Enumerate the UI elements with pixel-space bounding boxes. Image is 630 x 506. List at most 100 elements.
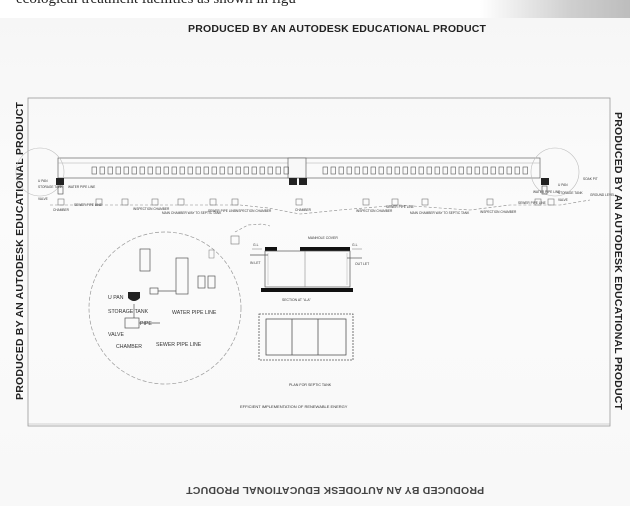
building-strip <box>57 157 541 179</box>
detail-label-u-pan: U PAN <box>108 295 124 301</box>
window-symbol <box>195 166 201 175</box>
window-symbol <box>514 166 520 175</box>
window-symbol <box>426 166 432 175</box>
window-symbol <box>370 166 376 175</box>
plan-label-main-chamber-2: MAIN CHAMBER WAY TO SEPTIC TANK <box>410 211 470 215</box>
plan-label-valve-right: VALVE <box>558 198 568 202</box>
detail-circle <box>88 231 242 385</box>
window-symbol <box>187 166 193 175</box>
plan-label-sewer-left: SEWER PIPE LINE <box>74 203 102 207</box>
chamber-box <box>209 198 217 206</box>
section-label-gl-left: G.L <box>253 243 259 247</box>
plan-outer-wall <box>258 313 354 361</box>
plan-labels: U PAN STORAGE TANK WATER PIPE LINE VALVE… <box>38 177 615 215</box>
window-symbol <box>458 166 464 175</box>
plan-label-sewer-1: SEWER PIPE LINE <box>208 209 236 213</box>
window-symbol <box>498 166 504 175</box>
window-symbol <box>211 166 217 175</box>
window-symbol <box>179 166 185 175</box>
section-label-inlet: IN LET <box>250 261 261 265</box>
storage-tank-symbol-right <box>541 185 548 195</box>
detail-window-b <box>207 275 216 289</box>
plan-inner-wall <box>265 318 347 356</box>
plan-label-water-left: WATER PIPE LINE <box>68 185 95 189</box>
right-end-circle <box>530 147 580 197</box>
window-symbol <box>482 166 488 175</box>
window-symbol <box>123 166 129 175</box>
section-label-gl-right: G.L <box>352 243 358 247</box>
window-symbol <box>91 166 97 175</box>
plan-label-soak-pit: SOAK PIT <box>583 177 598 181</box>
septic-feed-chamber <box>230 235 240 245</box>
plan-title: PLAN FOR SEPTIC TANK <box>289 383 332 387</box>
plan-label-chamber-left: CHAMBER <box>53 208 70 212</box>
drawing-title: EFFICIENT IMPLEMENTATION OF RENEWABLE EN… <box>240 404 348 409</box>
chamber-box <box>547 198 555 206</box>
chamber-box <box>177 198 185 206</box>
chamber-box <box>231 198 239 206</box>
window-symbol <box>219 166 225 175</box>
chamber-box <box>121 198 129 206</box>
window-symbol <box>235 166 241 175</box>
window-symbol <box>490 166 496 175</box>
plan-label-u-pan-right: U PAN <box>558 183 568 187</box>
storage-tank-symbol-left <box>57 185 64 195</box>
section-label-outlet: OUT LET <box>355 262 369 266</box>
window-symbol <box>466 166 472 175</box>
detail-labels: U PAN STORAGE TANK WATER PIPE LINE PIPE … <box>108 295 217 350</box>
scan-shadow <box>480 0 630 18</box>
window-symbol <box>522 166 528 175</box>
left-end-circle <box>15 147 65 197</box>
caption-fragment: ecological treatment facilities as shown… <box>16 0 296 8</box>
chamber-box <box>295 198 303 206</box>
u-pan-symbol-mid-a <box>289 178 297 185</box>
plan-label-storage-left: STORAGE TANK <box>38 185 63 189</box>
detail-label-pipe: PIPE <box>140 321 152 327</box>
window-symbol <box>155 166 161 175</box>
window-symbol <box>442 166 448 175</box>
detail-label-sewer-pipe: SEWER PIPE LINE <box>156 342 202 348</box>
u-pan-symbol-left <box>56 178 64 185</box>
section-labels: MANHOLE COVER IN LET OUT LET G.L G.L SEC… <box>250 236 369 302</box>
toilet-unit-right <box>541 178 549 195</box>
window-symbol <box>131 166 137 175</box>
window-symbol <box>338 166 344 175</box>
detail-label-valve: VALVE <box>108 332 124 338</box>
chamber-box <box>362 198 370 206</box>
detail-wall <box>139 248 151 272</box>
window-symbol <box>394 166 400 175</box>
window-symbol <box>259 166 265 175</box>
window-symbol <box>450 166 456 175</box>
plan-label-inspection-2: INSPECTION CHAMBER <box>235 209 272 213</box>
detail-label-water-pipe: WATER PIPE LINE <box>172 310 217 316</box>
toilet-unit-mid <box>289 178 307 185</box>
detail-circle-outline <box>88 231 242 385</box>
window-symbol <box>418 166 424 175</box>
window-symbol <box>410 166 416 175</box>
window-symbol <box>362 166 368 175</box>
window-symbol <box>107 166 113 175</box>
detail-storage-tank <box>175 257 189 295</box>
detail-u-pan-symbol <box>128 292 140 301</box>
plan-label-inspection-3: INSPECTION CHAMBER <box>356 209 393 213</box>
window-symbol <box>243 166 249 175</box>
window-symbol <box>283 166 289 175</box>
plan-label-chamber-mid: CHAMBER <box>295 208 312 212</box>
section-tank-walls <box>264 250 351 288</box>
window-symbol <box>171 166 177 175</box>
plan-label-water-right: WATER PIPE LINE <box>533 190 560 194</box>
chamber-box <box>421 198 429 206</box>
detail-valve-symbol <box>149 287 159 295</box>
plan-label-sewer-right: SEWER PIPE LINE <box>518 201 546 205</box>
window-symbol <box>506 166 512 175</box>
u-pan-symbol-mid-b <box>299 178 307 185</box>
sewer-pipe-line <box>50 199 591 215</box>
section-label-manhole: MANHOLE COVER <box>308 236 338 240</box>
chamber-box <box>95 198 103 206</box>
window-symbol <box>354 166 360 175</box>
plan-label-main-chamber-1: MAIN CHAMBER WAY TO SEPTIC TANK <box>162 211 222 215</box>
building-gap <box>287 157 307 179</box>
window-symbol <box>330 166 336 175</box>
window-symbol <box>434 166 440 175</box>
